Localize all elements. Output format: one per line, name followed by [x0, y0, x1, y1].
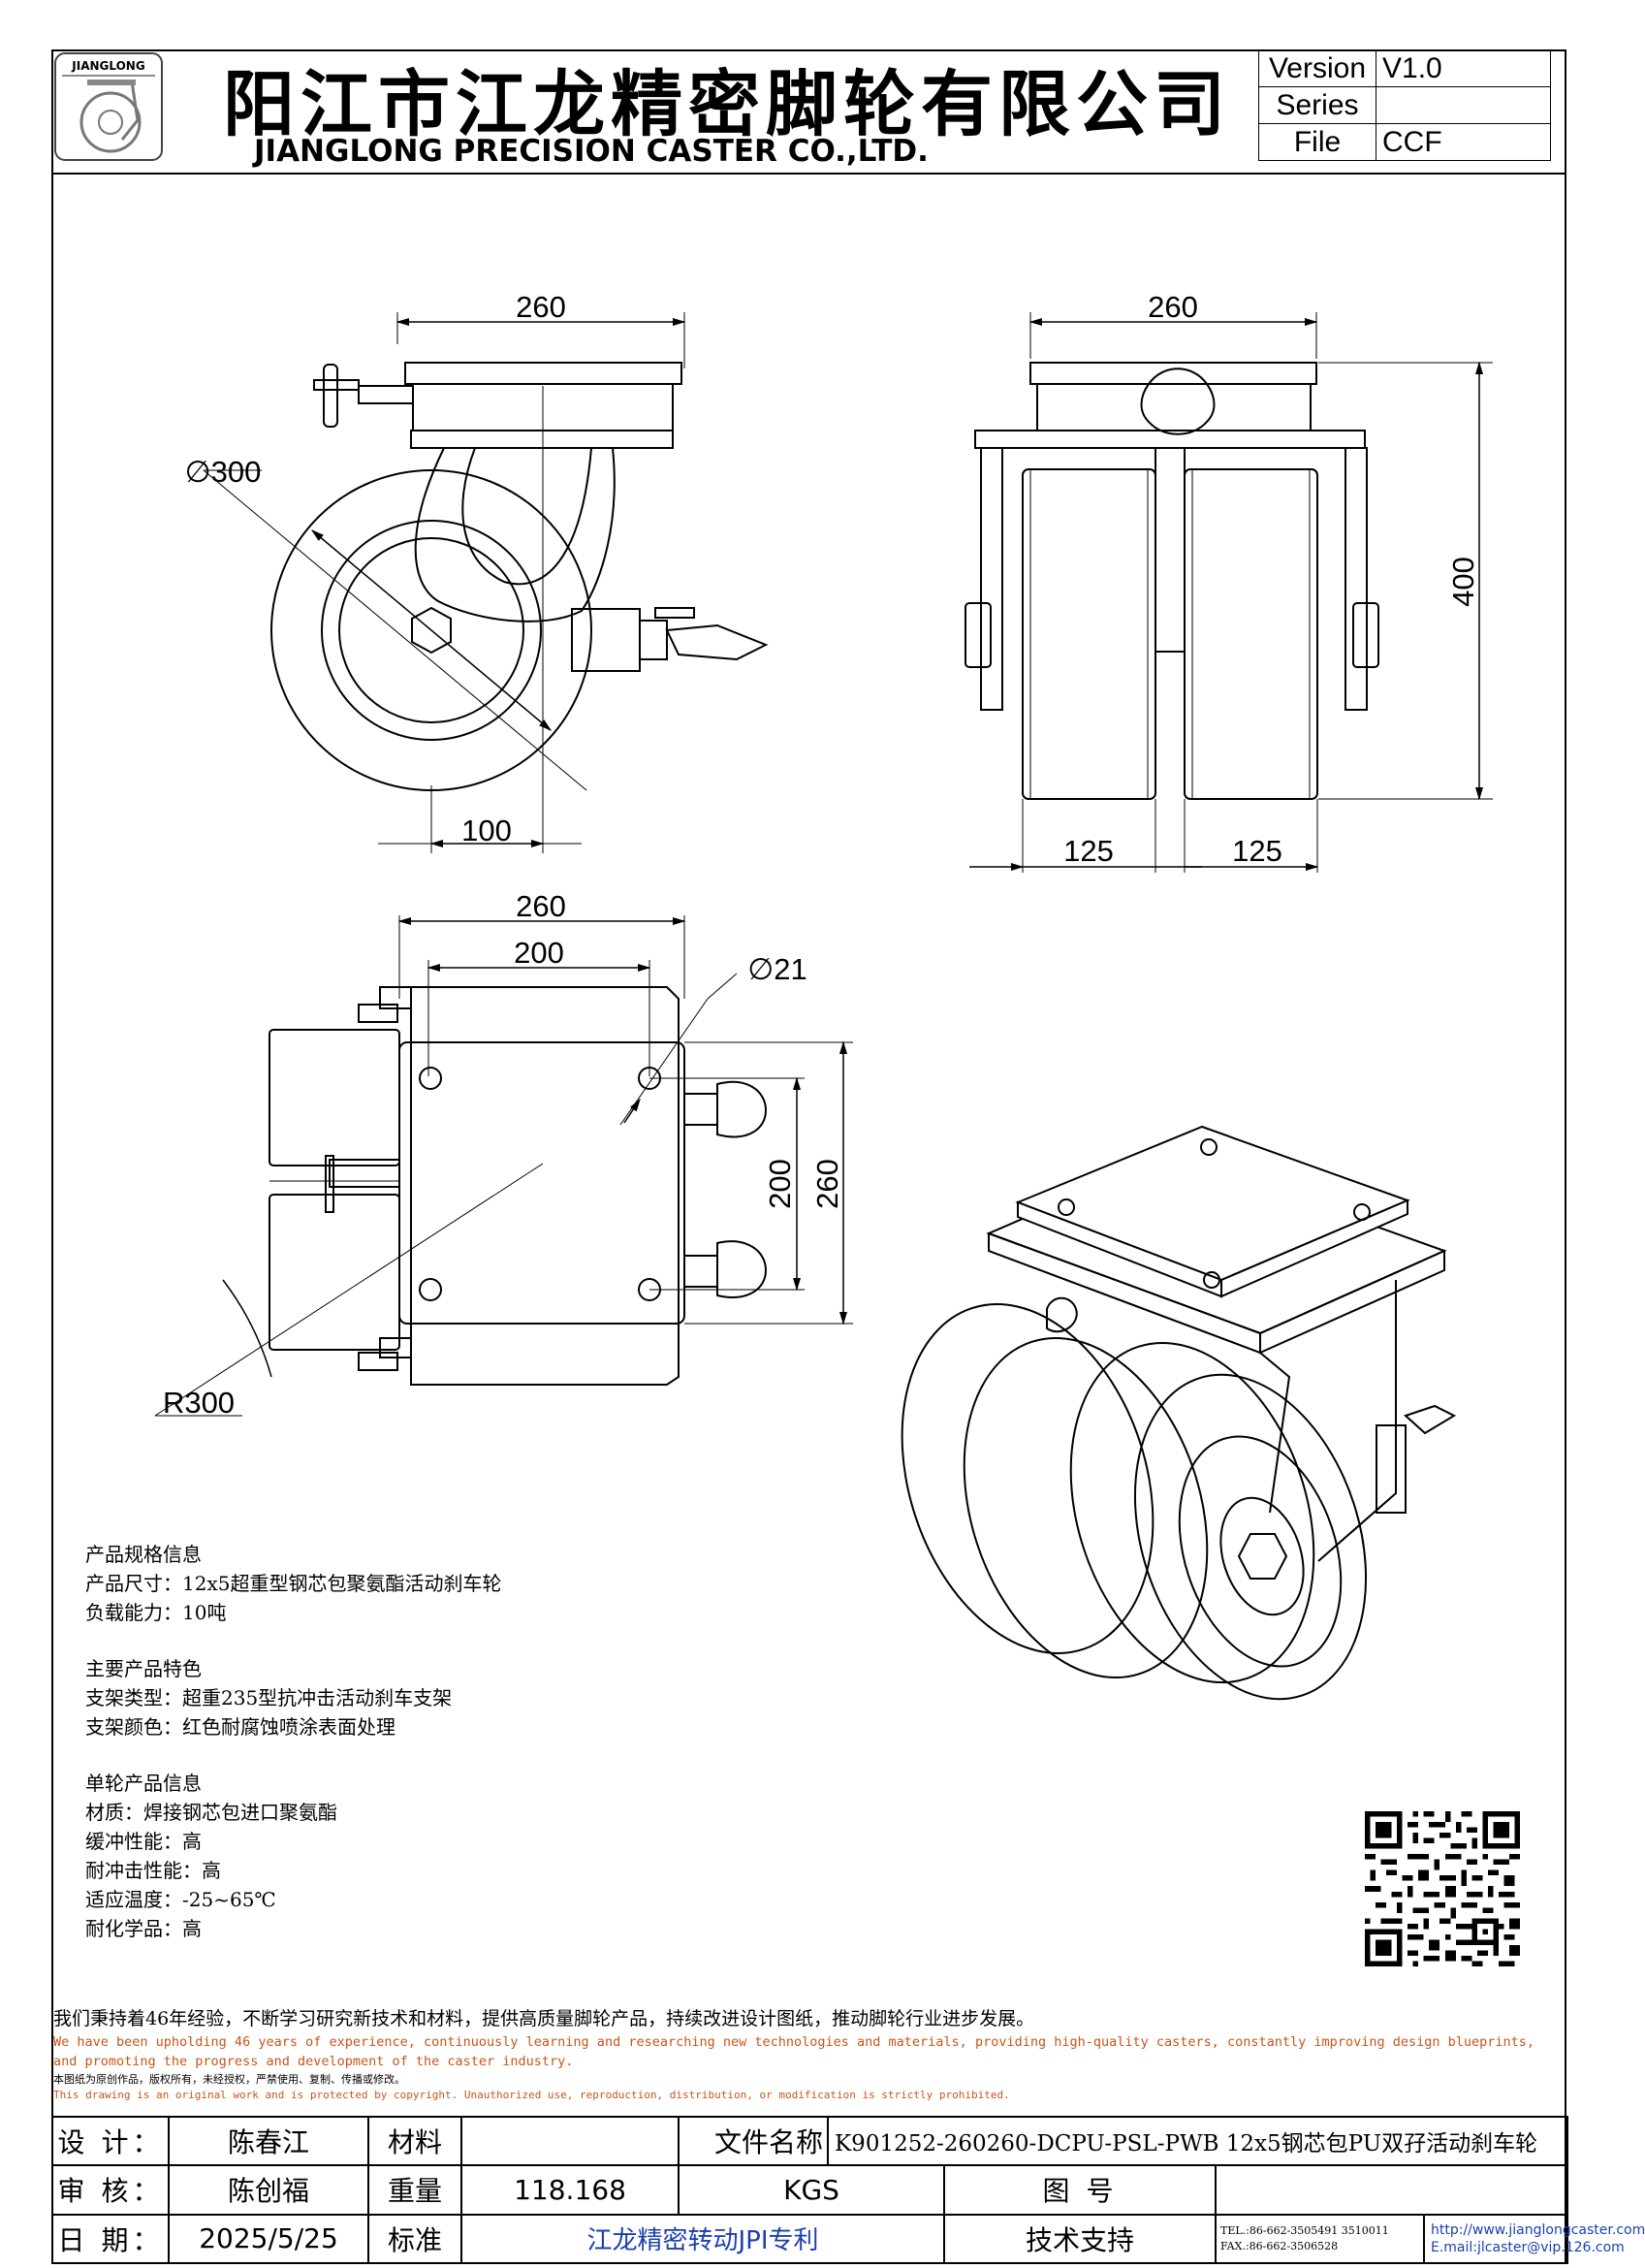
company-logo: JIANGLONG [54, 52, 163, 161]
copyright-en: This drawing is an original work and is … [53, 2089, 1010, 2101]
material-value [460, 2115, 680, 2167]
statement-en: We have been upholding 46 years of exper… [53, 2034, 1535, 2050]
date-label: 日 期： [51, 2213, 170, 2265]
review-value: 陈创福 [168, 2164, 369, 2216]
company-name-en: JIANGLONG PRECISION CASTER CO.,LTD. [254, 134, 929, 169]
technical-drawings: 260 ∅300 100 260 400 125 125 260 200 ∅21… [154, 290, 1493, 1701]
header-divider [51, 173, 1566, 175]
spec-temperature: 适应温度：-25~65℃ [85, 1888, 276, 1911]
product-spec: 产品规格信息 产品尺寸：12x5超重型钢芯包聚氨酯活动刹车轮 负载能力：10吨 … [85, 1540, 501, 1943]
spec-load: 负载能力：10吨 [85, 1601, 227, 1624]
spec-section-title: 产品规格信息 [85, 1543, 202, 1566]
dim-front-top-width: 260 [1148, 290, 1198, 324]
dim-front-wheel-left: 125 [1063, 834, 1114, 868]
filename-value: K901252-260260-DCPU-PSL-PWB 12x5钢芯包PU双孖活… [827, 2115, 1568, 2167]
dim-top-radius: R300 [163, 1386, 235, 1420]
copyright-cn: 本图纸为原创作品，版权所有，未经授权，严禁使用、复制、传播或修改。 [53, 2073, 405, 2086]
support-label: 技术支持 [943, 2213, 1217, 2265]
weight-value: 118.168 [460, 2164, 680, 2216]
dim-front-wheel-right: 125 [1232, 834, 1282, 868]
dim-top-hole-dia: ∅21 [747, 952, 807, 986]
contact-web: http://www.jianglongcaster.com E.mail:jl… [1423, 2213, 1645, 2265]
isometric-view [901, 1125, 1457, 1701]
website-link[interactable]: http://www.jianglongcaster.com [1431, 2221, 1645, 2238]
spec-section-title: 主要产品特色 [85, 1657, 202, 1680]
drawing-no-label: 图 号 [943, 2164, 1217, 2216]
company-statement: 我们秉持着46年经验，不断学习研究新技术和材料，提供高质量脚轮产品，持续改进设计… [53, 2005, 1561, 2103]
fax-text: FAX.:86-662-3506528 [1220, 2239, 1339, 2252]
email-link[interactable]: E.mail:jlcaster@vip.126.com [1431, 2239, 1625, 2255]
review-label: 审 核： [51, 2164, 170, 2216]
drawing-no-value [1215, 2164, 1568, 2216]
design-value: 陈春江 [168, 2115, 369, 2167]
company-name-cn: 阳江市江龙精密脚轮有限公司 [223, 63, 1231, 146]
weight-unit: KGS [678, 2164, 945, 2216]
file-value: CCF [1376, 123, 1551, 161]
statement-cn: 我们秉持着46年经验，不断学习研究新技术和材料，提供高质量脚轮产品，持续改进设计… [53, 2008, 1035, 2029]
logo-text: JIANGLONG [71, 59, 144, 73]
dim-front-height: 400 [1446, 557, 1480, 607]
design-label: 设 计： [51, 2115, 170, 2167]
version-table: Version V1.0 Series File CCF [1258, 49, 1551, 161]
spec-chemical: 耐化学品：高 [85, 1917, 202, 1940]
standard-label: 标准 [367, 2213, 462, 2265]
spec-section-title: 单轮产品信息 [85, 1772, 202, 1795]
dim-top-outer-height: 260 [810, 1159, 844, 1209]
statement-en: and promoting the progress and developme… [53, 2054, 574, 2069]
filename-label: 文件名称 [678, 2115, 829, 2167]
dim-side-offset: 100 [461, 814, 512, 847]
dim-top-bolt-width: 200 [514, 936, 564, 970]
drawing-frame [51, 49, 1566, 2264]
contact-phone: TEL.:86-662-3505491 3510011 FAX.:86-662-… [1215, 2213, 1425, 2265]
qr-code [1365, 1811, 1520, 1966]
dim-side-diameter: ∅300 [185, 455, 262, 489]
dim-top-bolt-height: 200 [763, 1159, 797, 1209]
spec-size: 产品尺寸：12x5超重型钢芯包聚氨酯活动刹车轮 [85, 1572, 502, 1595]
dim-side-top-width: 260 [516, 290, 566, 324]
dim-top-outer-width: 260 [516, 889, 566, 923]
weight-label: 重量 [367, 2164, 462, 2216]
file-label: File [1258, 123, 1376, 161]
front-view [965, 312, 1493, 873]
date-value: 2025/5/25 [168, 2213, 369, 2265]
material-label: 材料 [367, 2115, 462, 2167]
version-label: Version [1258, 49, 1376, 87]
top-view [154, 915, 853, 1417]
version-value: V1.0 [1376, 49, 1551, 87]
spec-cushion: 缓冲性能：高 [85, 1830, 202, 1853]
series-label: Series [1258, 86, 1376, 124]
spec-bracket-color: 支架颜色：红色耐腐蚀喷涂表面处理 [85, 1715, 395, 1739]
tel-text: TEL.:86-662-3505491 3510011 [1220, 2223, 1389, 2237]
side-view [203, 312, 769, 853]
spec-material: 材质：焊接钢芯包进口聚氨酯 [85, 1801, 337, 1824]
title-block: 设 计： 陈春江 材料 文件名称 K901252-260260-DCPU-PSL… [51, 2115, 1645, 2265]
standard-value: 江龙精密转动JPI专利 [460, 2213, 945, 2265]
spec-bracket-type: 支架类型：超重235型抗冲击活动刹车支架 [85, 1686, 453, 1709]
spec-impact: 耐冲击性能：高 [85, 1859, 221, 1882]
